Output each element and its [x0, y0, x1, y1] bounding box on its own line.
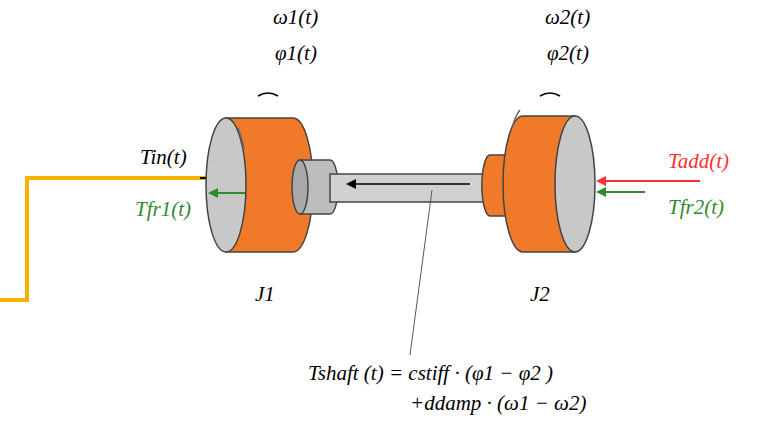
friction-arrow [598, 191, 645, 193]
disk-1 [206, 118, 313, 252]
torque-label: Tin(t) [140, 146, 187, 169]
rotation-arrow [258, 93, 278, 96]
rotation-arrow [540, 93, 560, 96]
equation-line: Tshaft (t) = cstiff · (φ1 − φ2 ) [308, 362, 553, 385]
friction-label: Tfr2(t) [668, 196, 724, 219]
load-torque-arrow [598, 180, 700, 182]
friction-arrow [210, 192, 245, 194]
torque-label: Tadd(t) [668, 150, 729, 173]
leader-line [410, 190, 432, 355]
inertia-label: J1 [255, 283, 275, 306]
speed-label: ω1(t) [273, 6, 318, 29]
shaft [330, 174, 495, 202]
input-line [0, 178, 240, 300]
equation-line: +ddamp · (ω1 − ω2) [410, 392, 586, 415]
angle-label: φ2(t) [547, 42, 589, 65]
speed-label: ω2(t) [545, 6, 590, 29]
disk-2 [503, 110, 595, 252]
friction-label: Tfr1(t) [135, 198, 191, 221]
angle-label: φ1(t) [275, 42, 317, 65]
inertia-label: J2 [530, 283, 550, 306]
